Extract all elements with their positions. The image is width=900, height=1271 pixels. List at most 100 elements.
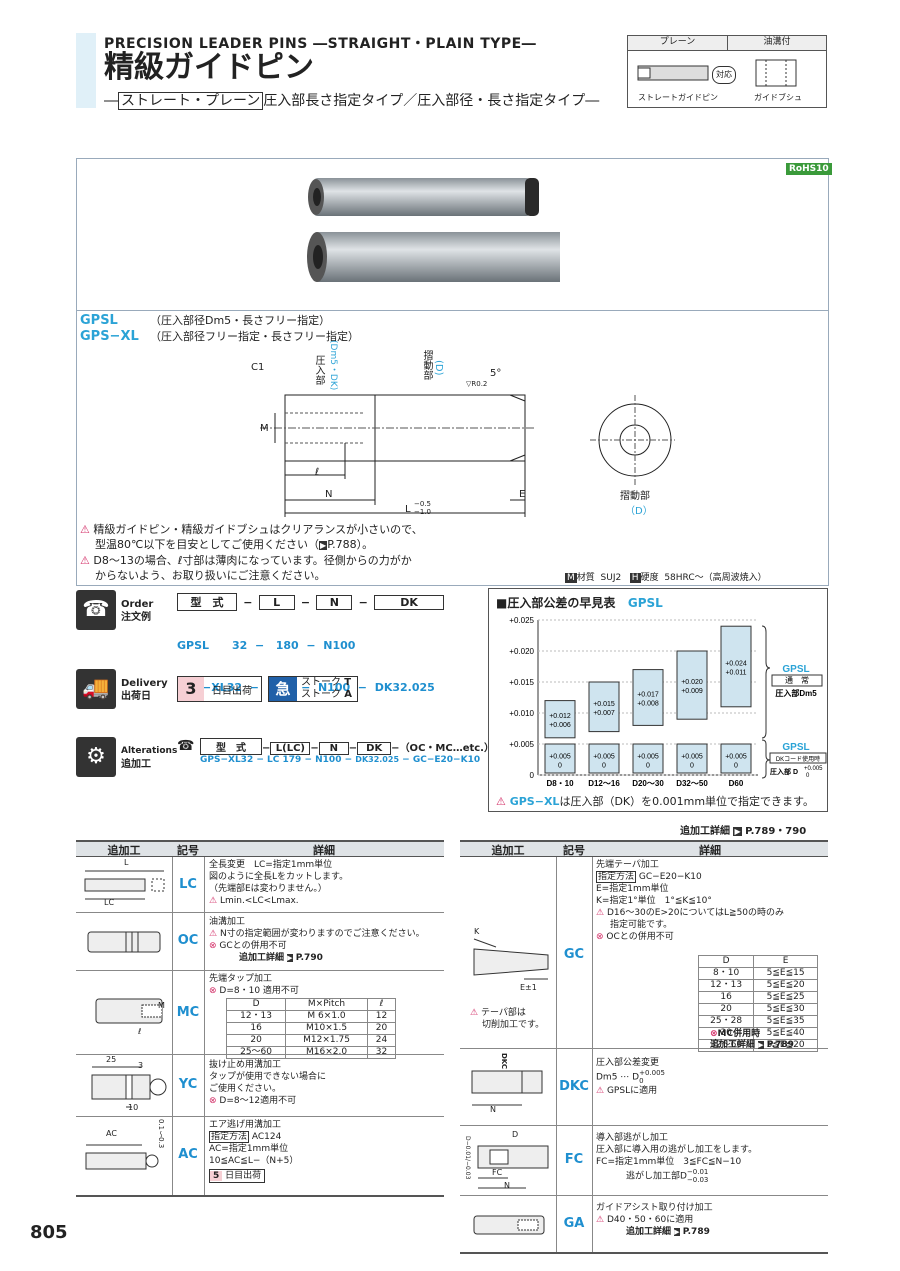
y-tick-label: +0.010 [509,709,534,718]
bar-label-top: +0.005 [593,754,615,761]
mc-head: M×Pitch [285,998,368,1011]
note-2b: からないよう、お取り扱いにご注意ください。 [95,569,326,582]
drawing-roughness: ▽R0.2 [466,380,488,388]
alt-left-header: 追加工 記号 詳細 [76,840,444,857]
bar-gpsl-dm5 [544,700,576,739]
product-panel [76,158,829,586]
oc-figure [87,931,161,953]
bar-gpsl-dk [676,743,708,774]
mc-cell: 12・13 [225,1010,287,1023]
gc-cell: 8・10 [697,967,755,980]
mc-cell: 12 [366,1010,397,1023]
mc-head: D [225,998,287,1011]
legend-box-2 [769,752,827,764]
mc-cell: M 6×1.0 [285,1010,368,1023]
gc-cell: 5≦E≦30 [753,1003,818,1016]
gc-cell: 20 [697,1003,755,1016]
mc-cell: M12×1.75 [285,1034,368,1047]
x-tick-label: D60 [729,779,744,788]
alt-row-oc: OC 油溝加工⚠ N寸の指定範囲が変わりますのでご注意ください。⊗ GCとの併用… [76,913,444,971]
x-tick-label: D20〜30 [632,779,664,788]
bar-label-top: +0.005 [637,754,659,761]
gc-cell: 25・28 [697,1015,755,1028]
tolerance-chart: +0.025+0.020+0.015+0.010+0.0050D8・10+0.0… [509,616,827,788]
x-tick-label: D12〜16 [588,779,620,788]
drawing-sliding-right: 摺動部 [620,491,650,502]
guide-bush-icon [755,59,797,87]
drawing-e: E [519,489,526,500]
alt-table-left: 追加工 記号 詳細 L LC LC 全長変更 LC=指定1mm単位図のように全長… [76,840,444,1197]
alt-row-fc: D−0.01/−0.03 D FC N FC 導入部逃がし加工圧入部に導入用の逃… [460,1126,828,1196]
order-en: Order [121,599,154,610]
gc-cell: 16 [697,991,755,1004]
brace-gpsl-dk [761,739,771,779]
drawing-angle: 5° [490,368,502,379]
gc-head: E [753,955,818,968]
subtitle-rest: 圧入部長さ指定タイプ／圧入部径・長さ指定タイプ― [263,93,600,109]
alt-row-lc: L LC LC 全長変更 LC=指定1mm単位図のように全長Lをカットします。（… [76,857,444,913]
bar-label-top: +0.017 [637,692,659,699]
drawing-press-part: 圧入部 [313,355,324,385]
express-box: 急 ストーク T ストーク A [268,676,358,702]
drawing-sliding-right-d: （D） [625,506,653,517]
x-tick-label: D8・10 [546,779,574,788]
alt-table-right: 追加工 記号 詳細 K E±1 ⚠ テーパ部は切削加工です。 GC 先端テーパ加… [460,840,828,1254]
drawing-l-tol: −0.5−1.0 [414,500,431,516]
tolerance-chart-panel [488,588,828,812]
alt-row-ga: GA ガイドアシスト取り付け加工⚠ D40・50・60に適用追加工詳細 ▶ P.… [460,1196,828,1254]
drawing-sliding-part: 摺動部 [421,350,432,380]
header-accent [76,33,96,108]
alt-row-gc: K E±1 ⚠ テーパ部は切削加工です。 GC 先端テーパ加工指定方法 GC−E… [460,857,828,1052]
order-header: 型 式 − L − N − DK [177,593,445,611]
bar-label-bottom: +0.007 [593,710,615,717]
delivery-jp: 出荷日 [121,691,151,702]
yc-figure [91,1066,167,1108]
brace-gpsl-dm5 [761,625,771,739]
bar-gpsl-dm5 [676,650,708,720]
compat-middle: 対応 [712,66,736,84]
y-tick-label: +0.015 [509,678,534,687]
phone-icon: ☎ [76,590,116,630]
drill-icon: ⚙ [76,737,116,777]
mc-cell: 32 [366,1046,397,1059]
bar-label-bottom: +0.009 [681,688,703,695]
compat-label-plain: ストレートガイドピン [638,93,718,102]
pin-drawing [260,394,675,517]
alterations-phone-icon: ☎ [177,738,195,754]
gc-cell: 5≦E≦35 [753,1015,818,1028]
fc-figure [477,1145,549,1189]
alt-code-ac: AC [178,1147,198,1162]
alterations-en: Alterations [121,746,178,756]
compat-label-oil: ガイドブシュ [754,93,802,102]
page-number: 805 [30,1222,68,1243]
subtitle-prefix: ― [104,93,118,109]
note-1: ⚠ 精級ガイドピン・精級ガイドブシュはクリアランスが小さいので、 [80,523,423,536]
drawing-m: M [260,423,269,434]
bar-label-bottom: 0 [734,763,738,770]
legend-line-2a: DKコード使用時 [776,755,820,763]
alt-code-oc: OC [177,933,199,948]
compat-head-oil: 油溝付 [728,36,826,51]
gc-cell: 5≦E≦25 [753,991,818,1004]
bar-gpsl-dk [588,743,620,774]
english-title: PRECISION LEADER PINS ―STRAIGHT・PLAIN TY… [104,36,537,52]
dkc-figure [471,1070,543,1106]
legend-code-2: GPSL [782,742,809,753]
rohs-badge: RoHS10 [786,163,832,175]
gc-cell: 5≦E≦20 [753,979,818,992]
gc-cell: 5≦E≦15 [753,967,818,980]
note-1b: 型温80℃以下を目安としてご使用ください（▶P.788）。 [95,538,374,551]
notes: ⚠ 精級ガイドピン・精級ガイドブシュはクリアランスが小さいので、 型温80℃以下… [80,522,423,583]
y-tick-label: +0.025 [509,616,534,625]
gc-head: D [697,955,755,968]
mc-cell: 16 [225,1022,287,1035]
bar-label-top: +0.005 [681,754,703,761]
legend-line-2b: 圧入部 D [770,767,798,776]
